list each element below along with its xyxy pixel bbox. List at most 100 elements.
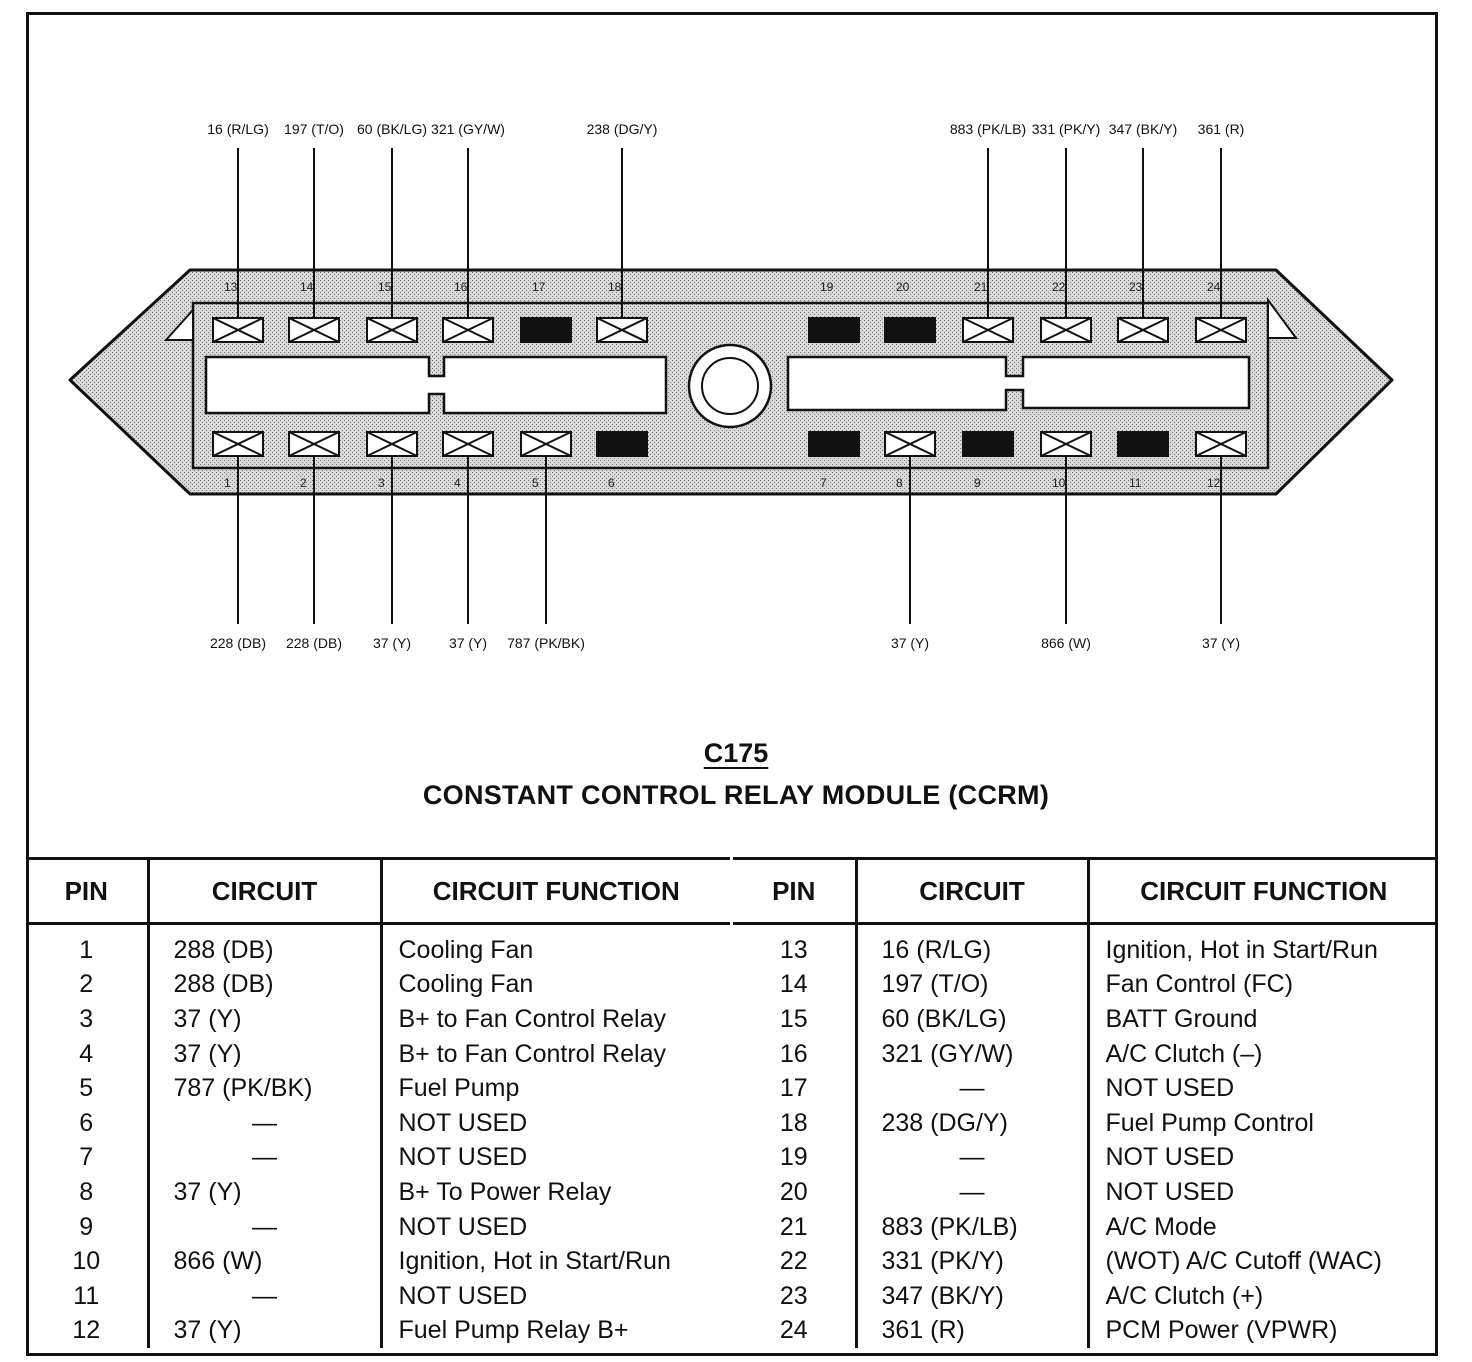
function-cell: B+ To Power Relay <box>379 1175 730 1210</box>
left-slot <box>204 355 668 415</box>
function-cell: Cooling Fan <box>379 923 730 968</box>
table-row: 19—NOT USED <box>733 1140 1438 1176</box>
header-circuit: CIRCUIT <box>146 857 381 925</box>
pin-10: 10 <box>1040 431 1092 490</box>
pin-cross-line <box>1040 431 1092 457</box>
pin-cross-line <box>1117 317 1169 343</box>
pin-15: 15 <box>366 280 418 343</box>
pin-16: 16 <box>442 280 494 343</box>
pin-number: 24 <box>779 1316 808 1345</box>
pin-9: 9 <box>962 431 1014 490</box>
function-cell: (WOT) A/C Cutoff (WAC) <box>1086 1244 1438 1279</box>
pin-number: 8 <box>79 1177 94 1206</box>
header-pin: PIN <box>26 857 148 925</box>
wire-label: 37 (Y) <box>1202 635 1240 651</box>
pin-number: 21 <box>779 1212 808 1241</box>
circuit-cell: — <box>146 1209 381 1245</box>
pin-7: 7 <box>808 431 860 490</box>
pin-cavity-empty <box>884 317 936 343</box>
wire-label: 347 (BK/Y) <box>1109 121 1177 137</box>
pin-number-label: 3 <box>378 476 385 490</box>
pin-table-left: PIN CIRCUIT CIRCUIT FUNCTION 1 288 (DB)Co… <box>26 857 730 1349</box>
wire-label: 197 (T/O) <box>284 121 344 137</box>
header-circuit-function: CIRCUIT FUNCTION <box>379 857 730 925</box>
wire-lead-pin-3: 37 (Y) <box>373 456 411 651</box>
function-cell: Cooling Fan <box>379 967 730 1003</box>
function-cell: A/C Clutch (–) <box>1086 1036 1438 1072</box>
pin-cavity-empty <box>808 317 860 343</box>
function-cell: A/C Clutch (+) <box>1086 1278 1438 1314</box>
pin-3: 3 <box>366 431 418 490</box>
pin-cavity-empty <box>520 317 572 343</box>
pin-number-label: 15 <box>378 280 392 294</box>
pin-cross-line <box>442 317 494 343</box>
function-cell: A/C Mode <box>1086 1209 1438 1245</box>
circuit-cell: — <box>854 1140 1088 1176</box>
pin-24: 24 <box>1195 280 1247 343</box>
function-cell: PCM Power (VPWR) <box>1086 1313 1438 1349</box>
pin-number: 14 <box>779 970 808 999</box>
wire-lead-pin-23: 347 (BK/Y) <box>1109 121 1177 318</box>
pin-19: 19 <box>808 280 860 343</box>
pin-number: 1 <box>79 935 94 964</box>
pin-number: 7 <box>79 1143 94 1172</box>
pin-number: 5 <box>79 1074 94 1103</box>
table-row: 6—NOT USED <box>26 1105 730 1141</box>
table-row: 17—NOT USED <box>733 1071 1438 1106</box>
circuit-cell: 883 (PK/LB) <box>854 1209 1088 1245</box>
pin-cross-line <box>1195 431 1247 457</box>
pin-cross-line <box>288 431 340 457</box>
pin-number: 12 <box>72 1316 101 1345</box>
pin-number-label: 1 <box>224 476 231 490</box>
pin-22: 22 <box>1040 280 1092 343</box>
function-cell: Fan Control (FC) <box>1086 967 1438 1003</box>
center-boss-inner <box>701 357 759 415</box>
wire-lead-pin-16: 321 (GY/W) <box>431 121 505 318</box>
pin-number: 18 <box>779 1108 808 1137</box>
circuit-cell: 37 (Y) <box>146 1313 381 1349</box>
pin-20: 20 <box>884 280 936 343</box>
circuit-cell: 288 (DB) <box>146 967 381 1003</box>
table-row: 20—NOT USED <box>733 1175 1438 1210</box>
circuit-cell: — <box>146 1140 381 1176</box>
pin-cavity-empty <box>1117 431 1169 457</box>
left-key-tab <box>163 307 194 341</box>
function-cell: Ignition, Hot in Start/Run <box>1086 923 1438 968</box>
wire-lead-pin-2: 228 (DB) <box>286 456 342 651</box>
table-header-row: PIN CIRCUIT CIRCUIT FUNCTION <box>733 857 1438 925</box>
wire-lead-pin-8: 37 (Y) <box>891 456 929 651</box>
table-row: 11—NOT USED <box>26 1278 730 1314</box>
pin-cross-line <box>442 431 494 457</box>
pin-cross-line <box>288 317 340 343</box>
circuit-cell: 347 (BK/Y) <box>854 1278 1088 1314</box>
pin-number: 15 <box>779 1004 808 1033</box>
circuit-cell: 866 (W) <box>146 1244 381 1279</box>
pin-number-label: 9 <box>974 476 981 490</box>
wire-label: 60 (BK/LG) <box>357 121 427 137</box>
pin-number-label: 16 <box>454 280 468 294</box>
pin-cross-line <box>1040 317 1092 343</box>
wire-label: 787 (PK/BK) <box>507 635 585 651</box>
wire-label: 866 (W) <box>1041 635 1091 651</box>
wire-lead-pin-21: 883 (PK/LB) <box>950 121 1026 318</box>
wire-lead-pin-24: 361 (R) <box>1198 121 1245 318</box>
pin-number: 3 <box>79 1004 94 1033</box>
pin-number-label: 6 <box>608 476 615 490</box>
function-cell: Fuel Pump Relay B+ <box>379 1313 730 1349</box>
wire-lead-pin-12: 37 (Y) <box>1202 456 1240 651</box>
wire-lead-pin-4: 37 (Y) <box>449 456 487 651</box>
wire-label: 361 (R) <box>1198 121 1245 137</box>
